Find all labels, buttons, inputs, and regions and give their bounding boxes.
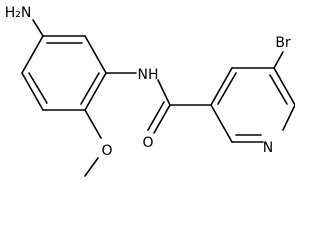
methoxy-oxygen-label: O [101,143,112,159]
carbonyl-double-bond [153,104,171,134]
carbonyl-oxygen-label: O [142,135,153,151]
ring-double-bond [28,72,48,104]
methoxy-bond [84,109,102,139]
ring-double-bond [80,72,100,105]
pyridine-ring [210,67,295,143]
ring-double-bond [269,74,288,105]
methyl-bond [84,157,99,177]
bromine-label: Br [275,35,291,51]
amine-bond [32,19,44,37]
ring-bond [210,67,233,106]
carbonyl-double-bond [147,101,165,131]
aniline-ring [21,35,107,111]
ring-bond [21,35,44,74]
ring-bond [273,67,295,106]
structure-canvas: H₂N NH O O N Br [4,5,295,177]
amide-bond [157,79,171,106]
molecule-structure: H₂N NH O O N Br [5,5,295,177]
ring-bond [210,104,233,143]
ring-bond [21,72,44,111]
pyridine-nitrogen-label: N [263,140,273,156]
ring-bond [84,35,107,74]
amine-label: H₂N [5,5,32,21]
ring-double-bond [217,72,237,105]
bromine-bond [273,51,284,69]
amide-nh-label: NH [138,67,159,83]
ring-bond [282,104,295,131]
ring-bond [84,72,107,111]
